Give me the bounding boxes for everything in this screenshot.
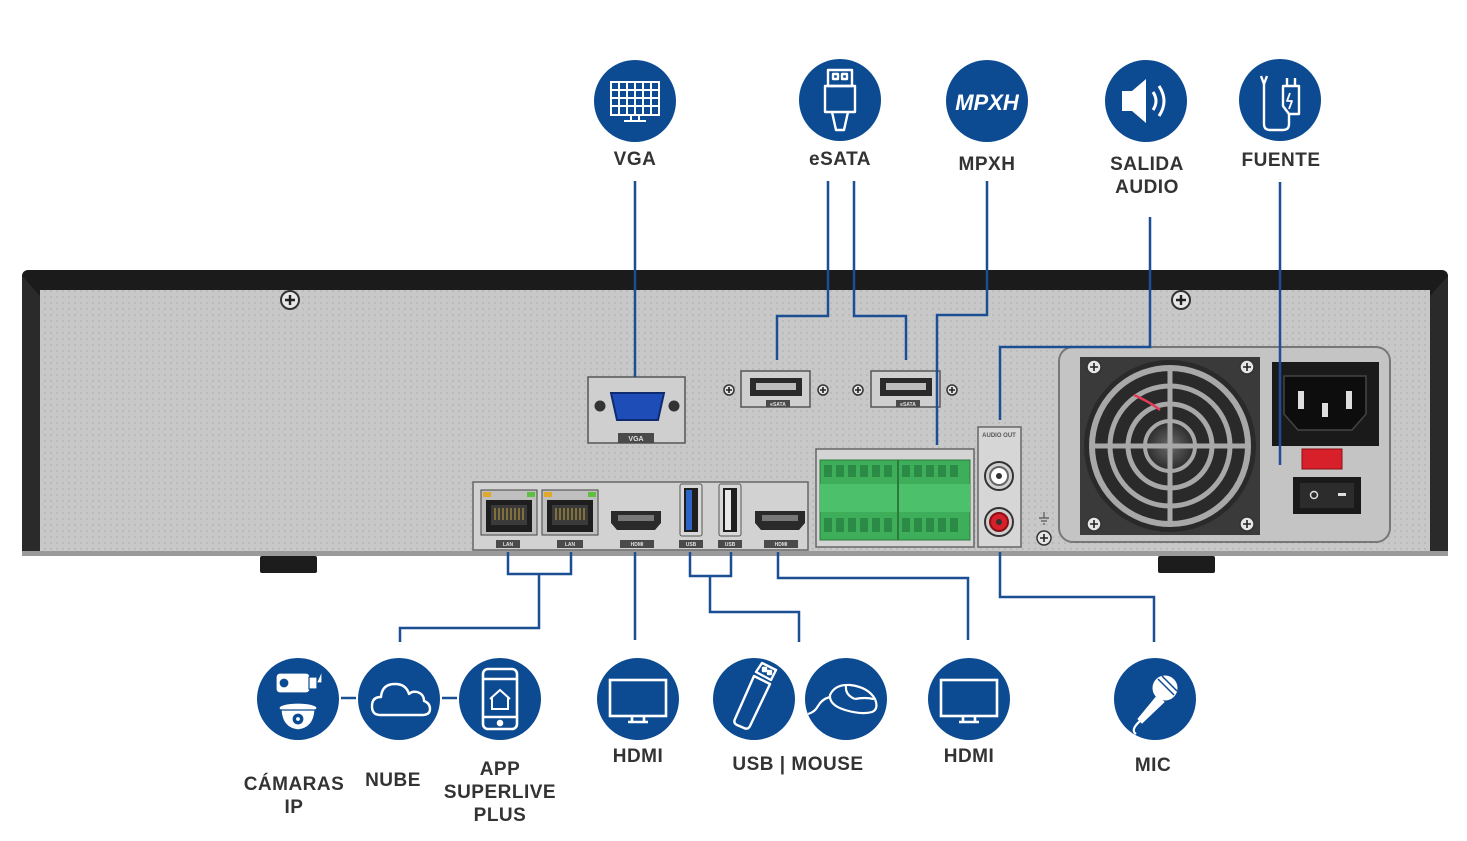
lan-port-1: LAN [480,489,538,548]
callout-hdmi-2 [928,658,1010,740]
monitor-grid-icon [610,81,660,122]
label-mic: MIC [1134,755,1172,776]
esata-connector-icon [823,68,857,132]
esata-port-2: eSATA [852,370,958,408]
cloud-icon [370,682,432,717]
line-hdmi-2 [776,552,970,640]
hdmi-port-2: HDMI [755,511,805,548]
label-audio-out-line2: AUDIO [1115,177,1179,198]
microphone-icon [1132,675,1178,735]
label-cameras-line2: IP [284,797,304,818]
usb-port-1-label: USB [686,542,697,548]
usb-port-2-label: USB [725,542,736,548]
label-vga: VGA [613,149,657,170]
right-foot [1158,556,1215,573]
line-audio-out [998,217,1152,420]
label-usb-mouse: USB | MOUSE [732,754,864,775]
callout-esata [799,59,881,141]
callout-power [1239,59,1321,141]
lan-port-2-label: LAN [565,542,576,548]
label-hdmi-1: HDMI [612,746,664,767]
label-app-line1: APP [479,759,521,780]
hdmi-port-1-label: HDMI [631,542,644,548]
smartphone-icon [481,667,519,731]
cooling-fan [1080,357,1260,535]
hdmi-port-2-label: HDMI [775,542,788,548]
ground-terminal [1036,512,1052,546]
audio-out-panel-label: AUDIO OUT [982,433,1016,439]
lan-port-1-label: LAN [503,542,514,548]
lan-port-2: LAN [541,489,599,548]
screw-right [1171,290,1191,310]
callout-usb [713,658,795,740]
usb-port-1: USB [679,483,703,548]
callout-audio-out [1105,60,1187,142]
callout-mpxh: MPXH [946,60,1028,142]
line-esata-1 [775,181,830,360]
mpxh-terminal-block [815,448,975,548]
esata-port-1: eSATA [723,370,829,408]
callout-mouse [805,658,887,740]
callout-app [459,658,541,740]
monitor-icon [939,678,999,724]
io-block: LAN LAN HDMI USB [472,481,809,551]
callout-hdmi-1 [597,658,679,740]
callout-vga [594,60,676,142]
monitor-icon [608,678,668,724]
label-app-line2: SUPERLIVE [443,782,557,803]
line-mic [998,552,1156,642]
label-app: APP SUPERLIVE PLUS [444,758,556,827]
callout-mic [1114,658,1196,740]
label-audio-out: SALIDA AUDIO [1110,153,1184,199]
screw-left [280,290,300,310]
camera-icon [275,672,323,731]
label-mpxh: MPXH [958,154,1016,175]
mpxh-logo-icon: MPXH [955,90,1020,115]
label-cameras-line1: CÁMARAS [243,774,345,795]
connector-lines [341,181,1282,700]
line-lan [398,552,573,642]
callout-cameras [257,658,339,740]
left-foot [260,556,317,573]
label-esata: eSATA [809,149,871,170]
callout-cloud [358,658,440,740]
power-supply [1058,346,1391,543]
line-mpxh [935,181,989,445]
label-audio-out-line1: SALIDA [1110,154,1184,175]
mouse-icon [807,683,878,716]
line-esata-2 [852,181,908,360]
vga-port: VGA [587,376,686,444]
audio-rca-block: AUDIO OUT [977,426,1052,548]
rca-audio-out [984,461,1014,491]
usb-port-2: USB [718,483,742,548]
label-cameras: CÁMARAS IP [244,773,345,819]
esata-port-1-label: eSATA [770,402,786,408]
label-app-line3: PLUS [473,805,527,826]
vga-port-label: VGA [628,436,643,443]
usb-stick-icon [733,661,778,730]
esata-port-2-label: eSATA [900,402,916,408]
rca-mic [984,507,1014,537]
power-adapter-icon [1259,75,1301,132]
power-switch [1293,448,1361,514]
line-usb [688,552,801,642]
speaker-icon [1122,79,1166,123]
power-inlet [1272,362,1379,446]
label-power: FUENTE [1241,150,1321,171]
label-hdmi-2: HDMI [943,746,995,767]
hdmi-port-1: HDMI [611,511,661,548]
label-cloud: NUBE [365,770,421,791]
